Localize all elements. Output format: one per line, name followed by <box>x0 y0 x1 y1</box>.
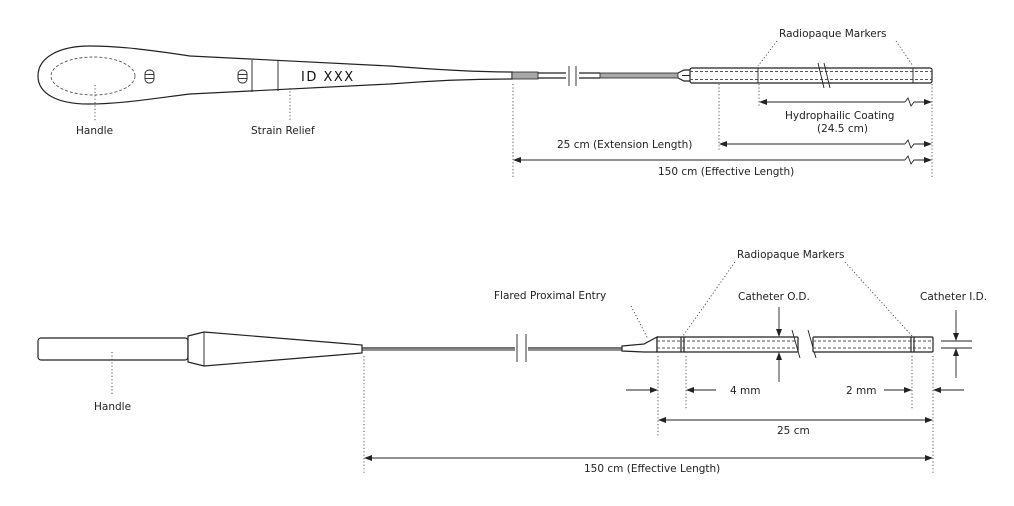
top-handle-body <box>37 45 513 105</box>
top-catheter-break-1 <box>817 62 825 89</box>
top-catheter-break-2 <box>823 62 831 89</box>
top-extension-length-label: 25 cm (Extension Length) <box>557 139 692 151</box>
bottom-catheter-id-arrows <box>941 310 972 378</box>
bottom-figure: Handle Flared Proximal Entry Radiopaque … <box>37 249 987 475</box>
bottom-catheter-od-arrows <box>776 307 782 382</box>
bottom-effective-length-label: 150 cm (Effective Length) <box>584 463 720 475</box>
bottom-handle-grip <box>37 337 189 361</box>
top-hydrophilic-dimension <box>759 97 932 107</box>
top-hydrophilic-label-1: Hydrophailic Coating <box>785 110 894 122</box>
top-handle-grip-oval <box>50 56 136 96</box>
top-handle-id-text: ID XXX <box>301 70 355 85</box>
top-figure: ID XXX Handle Strain Relief Radiopaque <box>37 28 933 178</box>
top-radiopaque-leader-right <box>895 40 914 67</box>
bottom-25cm-dimension <box>658 417 933 423</box>
bottom-handle-label: Handle <box>94 401 131 413</box>
top-grip-mark-1 <box>144 69 155 84</box>
bottom-catheter-segment-2 <box>812 336 934 353</box>
top-hydrophilic-label-2: (24.5 cm) <box>817 123 868 135</box>
top-handle-label: Handle <box>76 125 113 137</box>
bottom-catheter-od-label: Catheter O.D. <box>738 291 810 303</box>
bottom-catheter-id-label: Catheter I.D. <box>920 291 987 303</box>
bottom-flared-entry-label: Flared Proximal Entry <box>494 290 606 302</box>
bottom-flared-entry-leader <box>630 305 649 340</box>
bottom-flared-entry <box>621 335 658 353</box>
top-radiopaque-markers-label: Radiopaque Markers <box>779 28 887 40</box>
top-transition-segment <box>511 71 539 80</box>
top-radiopaque-leader-left <box>757 40 778 67</box>
top-effective-length-label: 150 cm (Effective Length) <box>658 166 794 178</box>
bottom-2mm-dimension <box>884 387 964 393</box>
bottom-4mm-dimension <box>626 387 716 393</box>
bottom-catheter-break-1 <box>791 329 801 359</box>
bottom-25cm-label: 25 cm <box>777 425 810 437</box>
top-effective-dimension <box>513 155 932 165</box>
bottom-radiopaque-leader-left <box>682 261 736 337</box>
bottom-catheter-break-2 <box>807 329 817 359</box>
bottom-radiopaque-markers-label: Radiopaque Markers <box>737 249 845 261</box>
bottom-catheter-segment-1 <box>656 336 799 353</box>
top-grip-mark-2 <box>237 69 248 84</box>
top-catheter-tube <box>689 67 933 84</box>
bottom-handle-taper <box>187 331 363 367</box>
bottom-radiopaque-leader-right <box>844 261 913 337</box>
bottom-2mm-label: 2 mm <box>846 385 876 397</box>
top-extension-dimension <box>719 139 932 149</box>
bottom-effective-dimension <box>364 455 933 461</box>
top-flared-entry <box>677 69 690 82</box>
bottom-4mm-label: 4 mm <box>730 385 760 397</box>
top-gray-shaft <box>599 72 679 79</box>
top-strain-relief-label: Strain Relief <box>251 125 315 137</box>
